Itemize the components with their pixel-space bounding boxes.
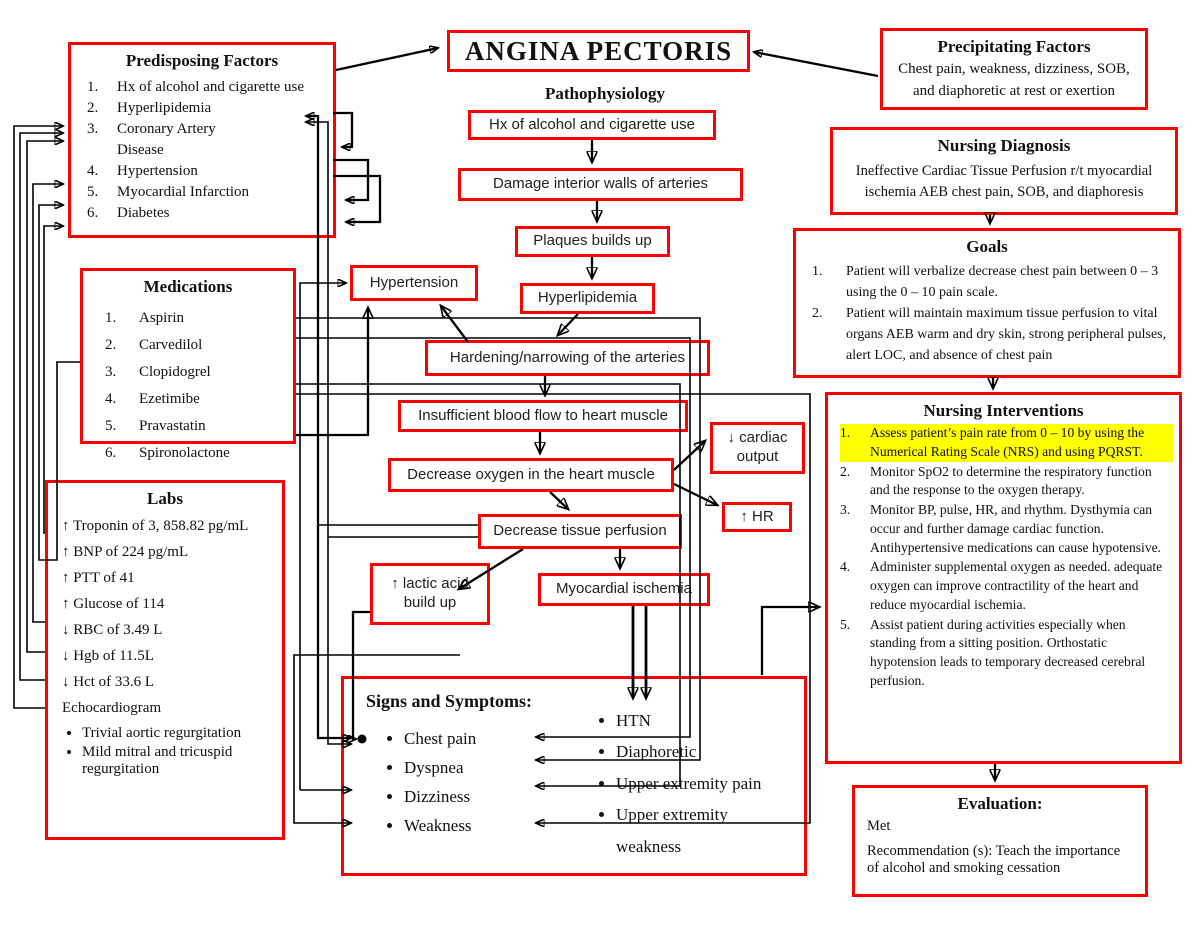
list-item: Diabetes <box>117 205 170 221</box>
intervention-item: Monitor SpO2 to determine the respirator… <box>870 463 1152 498</box>
patho-step-hypertension: Hypertension <box>350 265 478 301</box>
patho-step-tissue-perfusion: Decrease tissue perfusion <box>478 514 682 549</box>
list-item: Ezetimibe <box>139 391 200 407</box>
list-item: Carvedilol <box>139 337 203 353</box>
intervention-item: Assist patient during activities especia… <box>870 616 1146 688</box>
lab-value: ↑ Troponin of 3, 858.82 pg/mL <box>62 518 249 534</box>
symptom-item: Chest pain <box>404 725 574 754</box>
list-item: Spironolactone <box>139 445 230 461</box>
page-title: ANGINA PECTORIS <box>447 30 750 72</box>
labs-header: Labs <box>147 489 183 508</box>
patho-step-hyperlipidemia: Hyperlipidemia <box>520 283 655 314</box>
patho-step-damage-walls: Damage interior walls of arteries <box>458 168 743 201</box>
patho-step-plaques: Plaques builds up <box>515 226 670 257</box>
symptom-item: Dizziness <box>404 783 574 812</box>
nursing-diagnosis-text: Ineffective Cardiac Tissue Perfusion r/t… <box>855 163 1153 201</box>
lab-value: ↓ Hct of 33.6 L <box>62 674 155 690</box>
symptom-item: Weakness <box>404 812 574 841</box>
evaluation-box: Evaluation: Met Recommendation (s): Teac… <box>852 785 1148 897</box>
list-item: Myocardial Infarction <box>117 184 250 200</box>
echo-finding: Trivial aortic regurgitation <box>82 725 282 742</box>
patho-step-hr: ↑ HR <box>722 502 792 532</box>
pathophysiology-label: Pathophysiology <box>545 84 665 103</box>
patho-step-alcohol: Hx of alcohol and cigarette use <box>468 110 716 140</box>
list-item: Hx of alcohol and cigarette use <box>117 79 305 95</box>
precipitating-header: Precipitating Factors <box>937 37 1091 56</box>
patho-step-lactic-acid: ↑ lactic acid build up <box>370 563 490 625</box>
list-item: Aspirin <box>139 310 184 326</box>
lab-value: ↑ PTT of 41 <box>62 570 135 586</box>
symptom-item: HTN <box>616 705 816 736</box>
intervention-item: Monitor BP, pulse, HR, and rhythm. Dysth… <box>870 502 1162 555</box>
lab-value: ↓ RBC of 3.49 L <box>62 622 163 638</box>
patho-step-hardening: Hardening/narrowing of the arteries <box>425 340 710 376</box>
symptom-item: Upper extremity weakness <box>616 799 766 862</box>
patho-step-cardiac-output: ↓ cardiac output <box>710 422 805 474</box>
intervention-item: Administer supplemental oxygen as needed… <box>870 559 1163 612</box>
symptom-item: Upper extremity pain <box>616 768 816 799</box>
symptom-item: Dyspnea <box>404 754 574 783</box>
patho-step-decrease-oxygen: Decrease oxygen in the heart muscle <box>388 458 674 492</box>
list-item: Pravastatin <box>139 418 206 434</box>
lab-value: ↑ Glucose of 114 <box>62 596 165 612</box>
nursing-diagnosis-box: Nursing Diagnosis Ineffective Cardiac Ti… <box>830 127 1178 215</box>
list-item: Coronary Artery Disease <box>117 121 216 158</box>
nursing-diagnosis-header: Nursing Diagnosis <box>937 136 1071 155</box>
evaluation-header: Evaluation: <box>957 794 1043 813</box>
predisposing-header: Predisposing Factors <box>125 51 279 70</box>
evaluation-recommendation: Recommendation (s): Teach the importance… <box>867 843 1121 876</box>
goal-item: Patient will verbalize decrease chest pa… <box>846 264 1159 300</box>
signs-symptoms-box: Signs and Symptoms: Chest pain Dyspnea D… <box>341 676 807 876</box>
medications-header: Medications <box>143 277 233 296</box>
list-item: Clopidogrel <box>139 364 211 380</box>
list-item: Hypertension <box>117 163 198 179</box>
labs-box: Labs ↑ Troponin of 3, 858.82 pg/mL ↑ BNP… <box>45 480 285 840</box>
evaluation-status: Met <box>867 818 891 834</box>
patho-step-myocardial-ischemia: Myocardial ischemia <box>538 573 710 606</box>
precipitating-factors-box: Precipitating Factors Chest pain, weakne… <box>880 28 1148 110</box>
goal-item: Patient will maintain maximum tissue per… <box>846 306 1167 363</box>
goals-box: Goals Patient will verbalize decrease ch… <box>793 228 1181 378</box>
list-item: Hyperlipidemia <box>117 100 212 116</box>
medications-box: Medications Aspirin Carvedilol Clopidogr… <box>80 268 296 461</box>
precipitating-text: Chest pain, weakness, dizziness, SOB, an… <box>898 61 1130 99</box>
patho-step-insufficient-flow: Insufficient blood flow to heart muscle <box>398 400 688 432</box>
lab-value: ↓ Hgb of 11.5L <box>62 648 154 664</box>
symptom-item: Diaphoretic <box>616 736 816 767</box>
nursing-interventions-header: Nursing Interventions <box>923 401 1084 420</box>
goals-header: Goals <box>966 237 1008 256</box>
lab-value: ↑ BNP of 224 pg/mL <box>62 544 189 560</box>
predisposing-factors-box: Predisposing Factors Hx of alcohol and c… <box>68 42 336 238</box>
echo-finding: Mild mitral and tricuspid regurgitation <box>82 744 242 778</box>
intervention-item-highlighted: Assess patient’s pain rate from 0 – 10 b… <box>840 424 1173 462</box>
lab-echocardiogram-label: Echocardiogram <box>62 700 162 716</box>
nursing-interventions-box: Nursing Interventions Assess patient’s p… <box>825 392 1182 764</box>
